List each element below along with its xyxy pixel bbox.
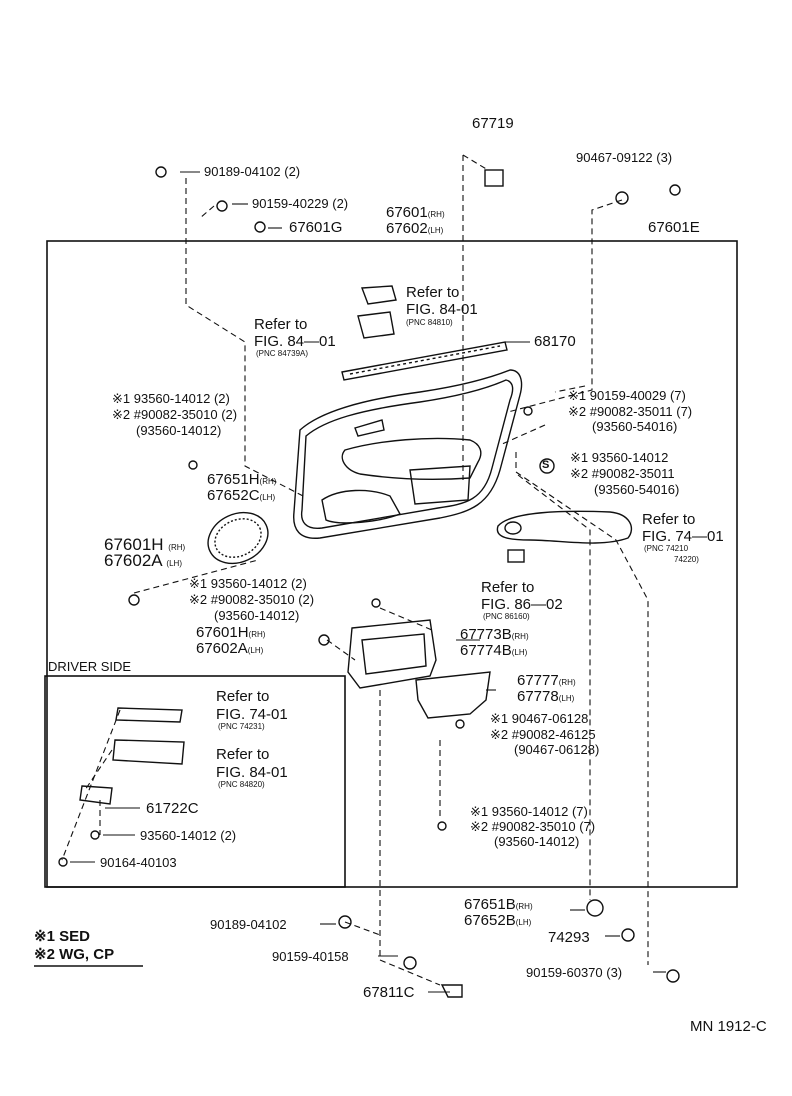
part-67601E: 67601E: [648, 219, 700, 236]
driver-side-title: DRIVER SIDE: [48, 659, 132, 674]
ref5-fig[interactable]: FIG. 74-01: [216, 706, 288, 723]
s-mark: S: [542, 459, 550, 471]
ref2-line1: Refer to: [254, 316, 308, 333]
ref3-pnc1: (PNC 74210: [644, 544, 689, 553]
part-67777: 67777(RH): [517, 672, 576, 689]
part-67601H-mid: 67601H(RH): [196, 624, 266, 641]
ref6-fig[interactable]: FIG. 84-01: [216, 764, 288, 781]
part-67774B: 67774B(LH): [460, 642, 528, 659]
ref1-fig[interactable]: FIG. 84-01: [406, 301, 478, 318]
part-67652C: 67652C(LH): [207, 487, 276, 504]
group5-line1: ※1 90467-06128: [490, 711, 589, 726]
ref2-fig[interactable]: FIG. 84—01: [254, 333, 336, 350]
group6-line2: ※2 #90082-35010 (7): [470, 819, 596, 834]
part-67719: 67719: [472, 115, 514, 132]
group4-line1: ※1 93560-14012 (2): [189, 576, 307, 591]
part-67651H: 67651H(RH): [207, 471, 277, 488]
ref6-line1: Refer to: [216, 746, 270, 763]
group3-line1: ※1 93560-14012: [570, 450, 669, 465]
ref2-pnc: (PNC 84739A): [256, 349, 309, 358]
part-67602: 67602(LH): [386, 220, 444, 237]
main-frame: [46, 240, 738, 888]
group2-line2: ※2 #90082-35011 (7): [568, 404, 693, 419]
part-67651B: 67651B(RH): [464, 896, 533, 913]
group4-line2: ※2 #90082-35010 (2): [189, 592, 315, 607]
group1-line3: (93560-14012): [136, 423, 222, 438]
group3-line3: (93560-54016): [594, 482, 680, 497]
part-93560-14012-2: 93560-14012 (2): [140, 828, 237, 843]
ref5-line1: Refer to: [216, 688, 270, 705]
part-67773B: 67773B(RH): [460, 626, 529, 643]
part-61722C: 61722C: [146, 800, 199, 817]
ref4-pnc: (PNC 86160): [483, 612, 530, 621]
part-67601: 67601(RH): [386, 204, 445, 221]
ref6-pnc: (PNC 84820): [218, 780, 265, 789]
group5-line3: (90467-06128): [514, 742, 600, 757]
part-90159-40229: 90159-40229 (2): [252, 196, 349, 211]
part-90189-04102-bottom: 90189-04102: [210, 917, 287, 932]
group6-line1: ※1 93560-14012 (7): [470, 804, 588, 819]
group1-line2: ※2 #90082-35010 (2): [112, 407, 238, 422]
ref1-line1: Refer to: [406, 284, 460, 301]
part-67602A-mid: 67602A(LH): [196, 640, 264, 657]
part-67652B: 67652B(LH): [464, 912, 532, 929]
part-90159-40158: 90159-40158: [272, 949, 349, 964]
page-code: MN 1912-C: [690, 1018, 767, 1035]
part-67811C: 67811C: [363, 984, 415, 1001]
group2-line3: (93560-54016): [592, 419, 678, 434]
part-67601G: 67601G: [289, 219, 343, 236]
ref3-pnc2: 74220): [674, 555, 699, 564]
ref1-pnc: (PNC 84810): [406, 318, 453, 327]
ref3-fig[interactable]: FIG. 74—01: [642, 528, 724, 545]
ref4-line1: Refer to: [481, 579, 535, 596]
part-67778: 67778(LH): [517, 688, 575, 705]
part-90164-40103: 90164-40103: [100, 855, 177, 870]
part-68170: 68170: [534, 333, 576, 350]
ref3-line1: Refer to: [642, 511, 696, 528]
part-90189-04102-top: 90189-04102 (2): [204, 164, 301, 179]
part-67601H-left: 67601H (RH): [104, 535, 186, 554]
driver-side-frame: [44, 675, 346, 888]
part-90159-60370: 90159-60370 (3): [526, 965, 623, 980]
ref4-fig[interactable]: FIG. 86—02: [481, 596, 563, 613]
group5-line2: ※2 #90082-46125: [490, 727, 596, 742]
ref5-pnc: (PNC 74231): [218, 722, 265, 731]
group6-line3: (93560-14012): [494, 834, 580, 849]
group1-line1: ※1 93560-14012 (2): [112, 391, 230, 406]
part-74293: 74293: [548, 929, 590, 946]
legend-sed: ※1 SED: [34, 928, 90, 945]
part-67602A-left: 67602A (LH): [104, 551, 182, 570]
group2-line1: ※1 90159-40029 (7): [568, 388, 686, 403]
group4-line3: (93560-14012): [214, 608, 300, 623]
part-90467-09122: 90467-09122 (3): [576, 150, 673, 165]
group3-line2: ※2 #90082-35011: [570, 466, 675, 481]
legend-wg-cp: ※2 WG, CP: [34, 946, 115, 963]
